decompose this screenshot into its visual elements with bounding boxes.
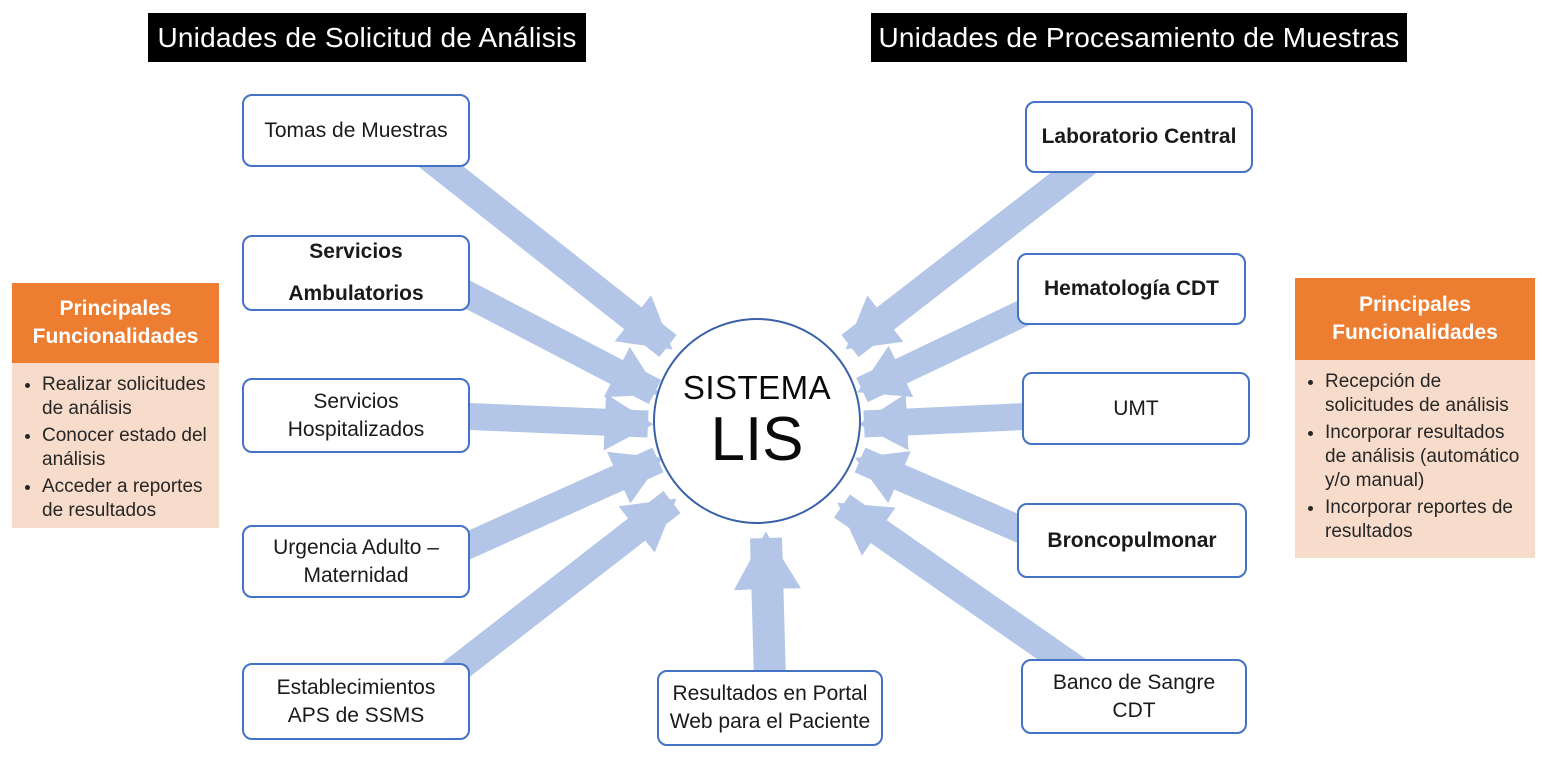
header-procesamiento-label: Unidades de Procesamiento de Muestras [878,21,1400,53]
node-banco-de-sangre-cdt: Banco de Sangre CDT [1021,659,1247,734]
node-label: UMT [1113,396,1159,420]
bullet-item: Acceder a reportes de resultados [42,475,213,523]
node-tomas-de-muestras: Tomas de Muestras [242,94,470,167]
node-broncopulmonar: Broncopulmonar [1017,503,1247,578]
node-label: Urgencia Adulto – Maternidad [273,535,439,587]
node-label: Servicios Hospitalizados [287,389,425,441]
arrow-umt-to-lis [858,393,1036,451]
node-umt: UMT [1022,372,1250,445]
bullet-item: Conocer estado del análisis [42,424,213,472]
node-establecimientos-aps: Establecimientos APS de SSMS [242,663,470,740]
node-label: Banco de Sangre CDT [1052,670,1216,722]
header-procesamiento: Unidades de Procesamiento de Muestras [871,13,1407,62]
panel-body: Realizar solicitudes de análisis Conocer… [12,363,219,528]
arrow-portal-to-lis [733,531,802,681]
lis-label: LIS [710,405,804,475]
header-solicitud-label: Unidades de Solicitud de Análisis [157,21,577,53]
node-label: Laboratorio Central [1041,125,1237,149]
panel-funcionalidades-solicitud: Principales Funcionalidades Realizar sol… [12,283,219,528]
sistema-label: SISTEMA [682,369,832,407]
node-label: Broncopulmonar [1047,528,1217,552]
bullet-list: Realizar solicitudes de análisis Conocer… [18,373,213,523]
arrow-ambulatorios-to-lis [448,276,662,404]
node-laboratorio-central: Laboratorio Central [1025,101,1253,173]
node-label: Tomas de Muestras [264,118,448,142]
node-label: Resultados en Portal Web para el Pacient… [669,682,871,733]
bullet-item: Incorporar resultados de análisis (autom… [1325,421,1529,493]
node-urgencia-adulto-maternidad: Urgencia Adulto – Maternidad [242,525,470,598]
header-solicitud: Unidades de Solicitud de Análisis [148,13,586,62]
arrow-aps-to-lis [421,490,681,702]
node-label: Servicios Ambulatorios [288,240,424,305]
arrow-bronco-to-lis [854,447,1046,551]
panel-funcionalidades-procesamiento: Principales Funcionalidades Recepción de… [1295,278,1535,558]
bullet-item: Incorporar reportes de resultados [1325,496,1529,544]
node-portal-web-paciente: Resultados en Portal Web para el Pacient… [657,670,883,746]
node-servicios-ambulatorios: Servicios Ambulatorios [242,235,470,311]
panel-title: Principales Funcionalidades [12,283,219,363]
bullet-item: Recepción de solicitudes de análisis [1325,370,1529,418]
arrow-urgencia-to-lis [452,447,664,563]
node-label: Hematología CDT [1043,277,1219,301]
bullet-item: Realizar solicitudes de análisis [42,373,213,421]
arrow-banco-to-lis [833,494,1089,684]
panel-body: Recepción de solicitudes de análisis Inc… [1295,360,1535,558]
arrow-hematologia-to-lis [856,292,1046,403]
panel-title: Principales Funcionalidades [1295,278,1535,360]
node-hematologia-cdt: Hematología CDT [1017,253,1246,325]
sistema-lis-circle: SISTEMA LIS [653,318,861,524]
arrow-hospitalizados-to-lis [457,393,654,451]
bullet-list: Recepción de solicitudes de análisis Inc… [1301,370,1529,544]
arrow-tomas-to-lis [411,139,677,357]
node-servicios-hospitalizados: Servicios Hospitalizados [242,378,470,453]
arrow-laboratorio-to-lis [841,148,1099,358]
node-label: Establecimientos APS de SSMS [276,675,436,727]
